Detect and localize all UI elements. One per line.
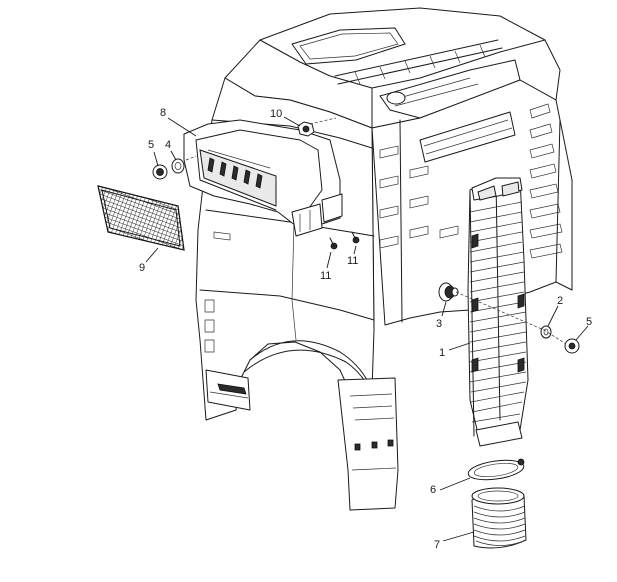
callout-8: 8 (160, 107, 166, 119)
callout-1: 1 (439, 347, 445, 359)
callout-5-left: 5 (148, 139, 154, 151)
screw-11-left (329, 237, 338, 250)
seal-ring (467, 458, 525, 481)
callout-5-right: 5 (586, 316, 592, 328)
callout-leaders (145, 116, 589, 542)
air-intake-housing (183, 119, 343, 237)
callout-11-right: 11 (347, 255, 358, 267)
callout-6: 6 (430, 484, 436, 496)
pre-filter (471, 487, 527, 549)
callout-7: 7 (434, 539, 440, 551)
air-intake-duct (467, 177, 529, 447)
callout-11-left: 11 (320, 270, 331, 282)
callout-9: 9 (139, 262, 145, 274)
callout-10: 10 (270, 108, 282, 120)
duct-ribs (469, 201, 527, 423)
washer-4 (171, 158, 185, 174)
nut-5-left (152, 164, 168, 180)
nut-5-right (564, 338, 580, 354)
grommet-3 (438, 282, 459, 302)
callout-3: 3 (436, 318, 442, 330)
callout-labels: 1 2 3 4 5 5 6 7 8 9 10 11 11 (139, 107, 592, 551)
screw-11-right (351, 231, 360, 244)
callout-2: 2 (557, 295, 563, 307)
callout-4: 4 (165, 139, 171, 151)
hardware-parts (152, 117, 580, 354)
grille-panel (97, 185, 185, 251)
nut-10 (297, 121, 315, 137)
washer-2 (540, 325, 552, 339)
side-vent-slots (379, 103, 563, 259)
